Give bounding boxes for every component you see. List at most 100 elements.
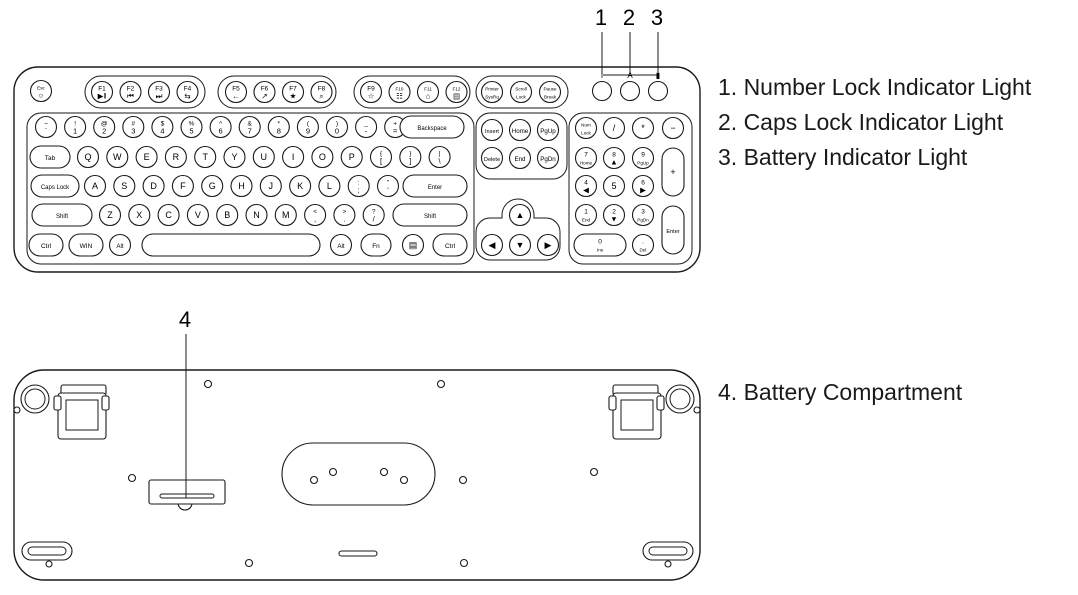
key-f12[interactable]: F12▤ (445, 80, 468, 104)
key-enter[interactable]: Enter (402, 174, 468, 198)
key-k7[interactable]: &7 (238, 115, 261, 139)
key-lctrl[interactable]: Ctrl (28, 233, 64, 257)
key-k5[interactable]: %5 (180, 115, 203, 139)
key-g[interactable]: G (201, 174, 224, 198)
key-f1[interactable]: F1▶‖ (90, 80, 114, 104)
key-m[interactable]: M (274, 203, 297, 227)
key-k3[interactable]: #3 (122, 115, 145, 139)
key-nmul[interactable]: * (631, 116, 655, 140)
key-rctrl[interactable]: Ctrl (432, 233, 468, 257)
key-end[interactable]: End (508, 146, 532, 170)
key-n8[interactable]: 8▲ (602, 146, 626, 170)
key-f5[interactable]: F5← (224, 80, 248, 104)
key-f3[interactable]: F3⏭ (147, 80, 171, 104)
key-b[interactable]: B (216, 203, 239, 227)
key-home[interactable]: Home (508, 118, 532, 142)
key-k2[interactable]: @2 (93, 115, 116, 139)
key-backslash[interactable]: |\ (428, 145, 451, 169)
key-rbracket[interactable]: }] (399, 145, 422, 169)
key-period[interactable]: >. (333, 203, 356, 227)
key-k8[interactable]: *8 (267, 115, 290, 139)
key-capslock[interactable]: Caps Lock (30, 174, 80, 198)
key-f7[interactable]: F7★ (281, 80, 305, 104)
key-f9[interactable]: F9☆ (359, 80, 383, 104)
key-right[interactable]: ▶ (536, 233, 560, 257)
key-k4[interactable]: $4 (151, 115, 174, 139)
key-ndot[interactable]: .Del (631, 233, 655, 257)
key-menu[interactable]: ▤ (401, 233, 425, 257)
key-x[interactable]: X (128, 203, 151, 227)
key-f[interactable]: F (171, 174, 194, 198)
key-tab[interactable]: Tab (29, 145, 71, 169)
key-fn[interactable]: Fn (360, 233, 392, 257)
key-e[interactable]: E (135, 145, 158, 169)
key-comma[interactable]: <, (304, 203, 327, 227)
key-semicolon[interactable]: :; (347, 174, 370, 198)
key-o[interactable]: O (311, 145, 334, 169)
key-k0[interactable]: )0 (325, 115, 349, 139)
key-backspace[interactable]: Backspace (399, 115, 465, 139)
key-l[interactable]: L (318, 174, 341, 198)
key-p[interactable]: P (340, 145, 363, 169)
key-f10[interactable]: F10☷ (388, 80, 411, 104)
key-j[interactable]: J (259, 174, 282, 198)
key-left[interactable]: ◀ (480, 233, 504, 257)
key-n5[interactable]: 5 (602, 174, 626, 198)
key-pgdn[interactable]: PgDn (536, 146, 560, 170)
key-space[interactable] (141, 233, 321, 257)
key-slash[interactable]: ?/ (362, 203, 385, 227)
key-f2[interactable]: F2⏮ (119, 80, 142, 104)
key-h[interactable]: H (230, 174, 253, 198)
key-k6[interactable]: ^6 (209, 115, 232, 139)
key-n6[interactable]: 6▶ (631, 174, 655, 198)
key-quote[interactable]: "' (376, 174, 400, 198)
key-k[interactable]: K (289, 174, 312, 198)
key-k9[interactable]: (9 (296, 115, 319, 139)
key-k1[interactable]: !1 (64, 115, 87, 139)
key-n[interactable]: N (245, 203, 268, 227)
key-lalt[interactable]: Alt (108, 233, 132, 257)
key-a[interactable]: A (83, 174, 107, 198)
key-nplus[interactable]: + (661, 147, 685, 197)
key-w[interactable]: W (106, 145, 129, 169)
key-lshift[interactable]: Shift (31, 203, 93, 227)
key-f8[interactable]: F8⌕ (310, 80, 333, 104)
key-s[interactable]: S (113, 174, 136, 198)
key-minus[interactable]: _- (355, 115, 378, 139)
key-y[interactable]: Y (223, 145, 246, 169)
key-d[interactable]: D (142, 174, 165, 198)
key-f11[interactable]: F11⌂ (416, 80, 440, 104)
key-grave[interactable]: ~` (34, 115, 58, 139)
key-up[interactable]: ▲ (508, 203, 532, 227)
key-nenter[interactable]: Enter (661, 205, 685, 255)
key-v[interactable]: V (186, 203, 209, 227)
key-c[interactable]: C (157, 203, 180, 227)
key-t[interactable]: T (194, 145, 217, 169)
key-win[interactable]: WIN (68, 233, 104, 257)
key-z[interactable]: Z (98, 203, 122, 227)
key-ralt[interactable]: Alt (329, 233, 353, 257)
key-f6[interactable]: F6↗ (253, 80, 276, 104)
key-lbracket[interactable]: {[ (369, 145, 393, 169)
key-q[interactable]: Q (76, 145, 100, 169)
key-r[interactable]: R (164, 145, 187, 169)
key-u[interactable]: U (252, 145, 275, 169)
key-rshift[interactable]: Shift (392, 203, 468, 227)
key-n4[interactable]: 4◀ (574, 174, 598, 198)
key-nminus[interactable]: − (661, 116, 685, 140)
key-insert[interactable]: Insert (480, 118, 504, 142)
key-pgup[interactable]: PgUp (536, 118, 560, 142)
key-delete[interactable]: Delete (480, 146, 504, 170)
key-ndiv[interactable]: / (602, 116, 626, 140)
key-n2[interactable]: 2▼ (602, 203, 626, 227)
key-down[interactable]: ▼ (508, 233, 532, 257)
